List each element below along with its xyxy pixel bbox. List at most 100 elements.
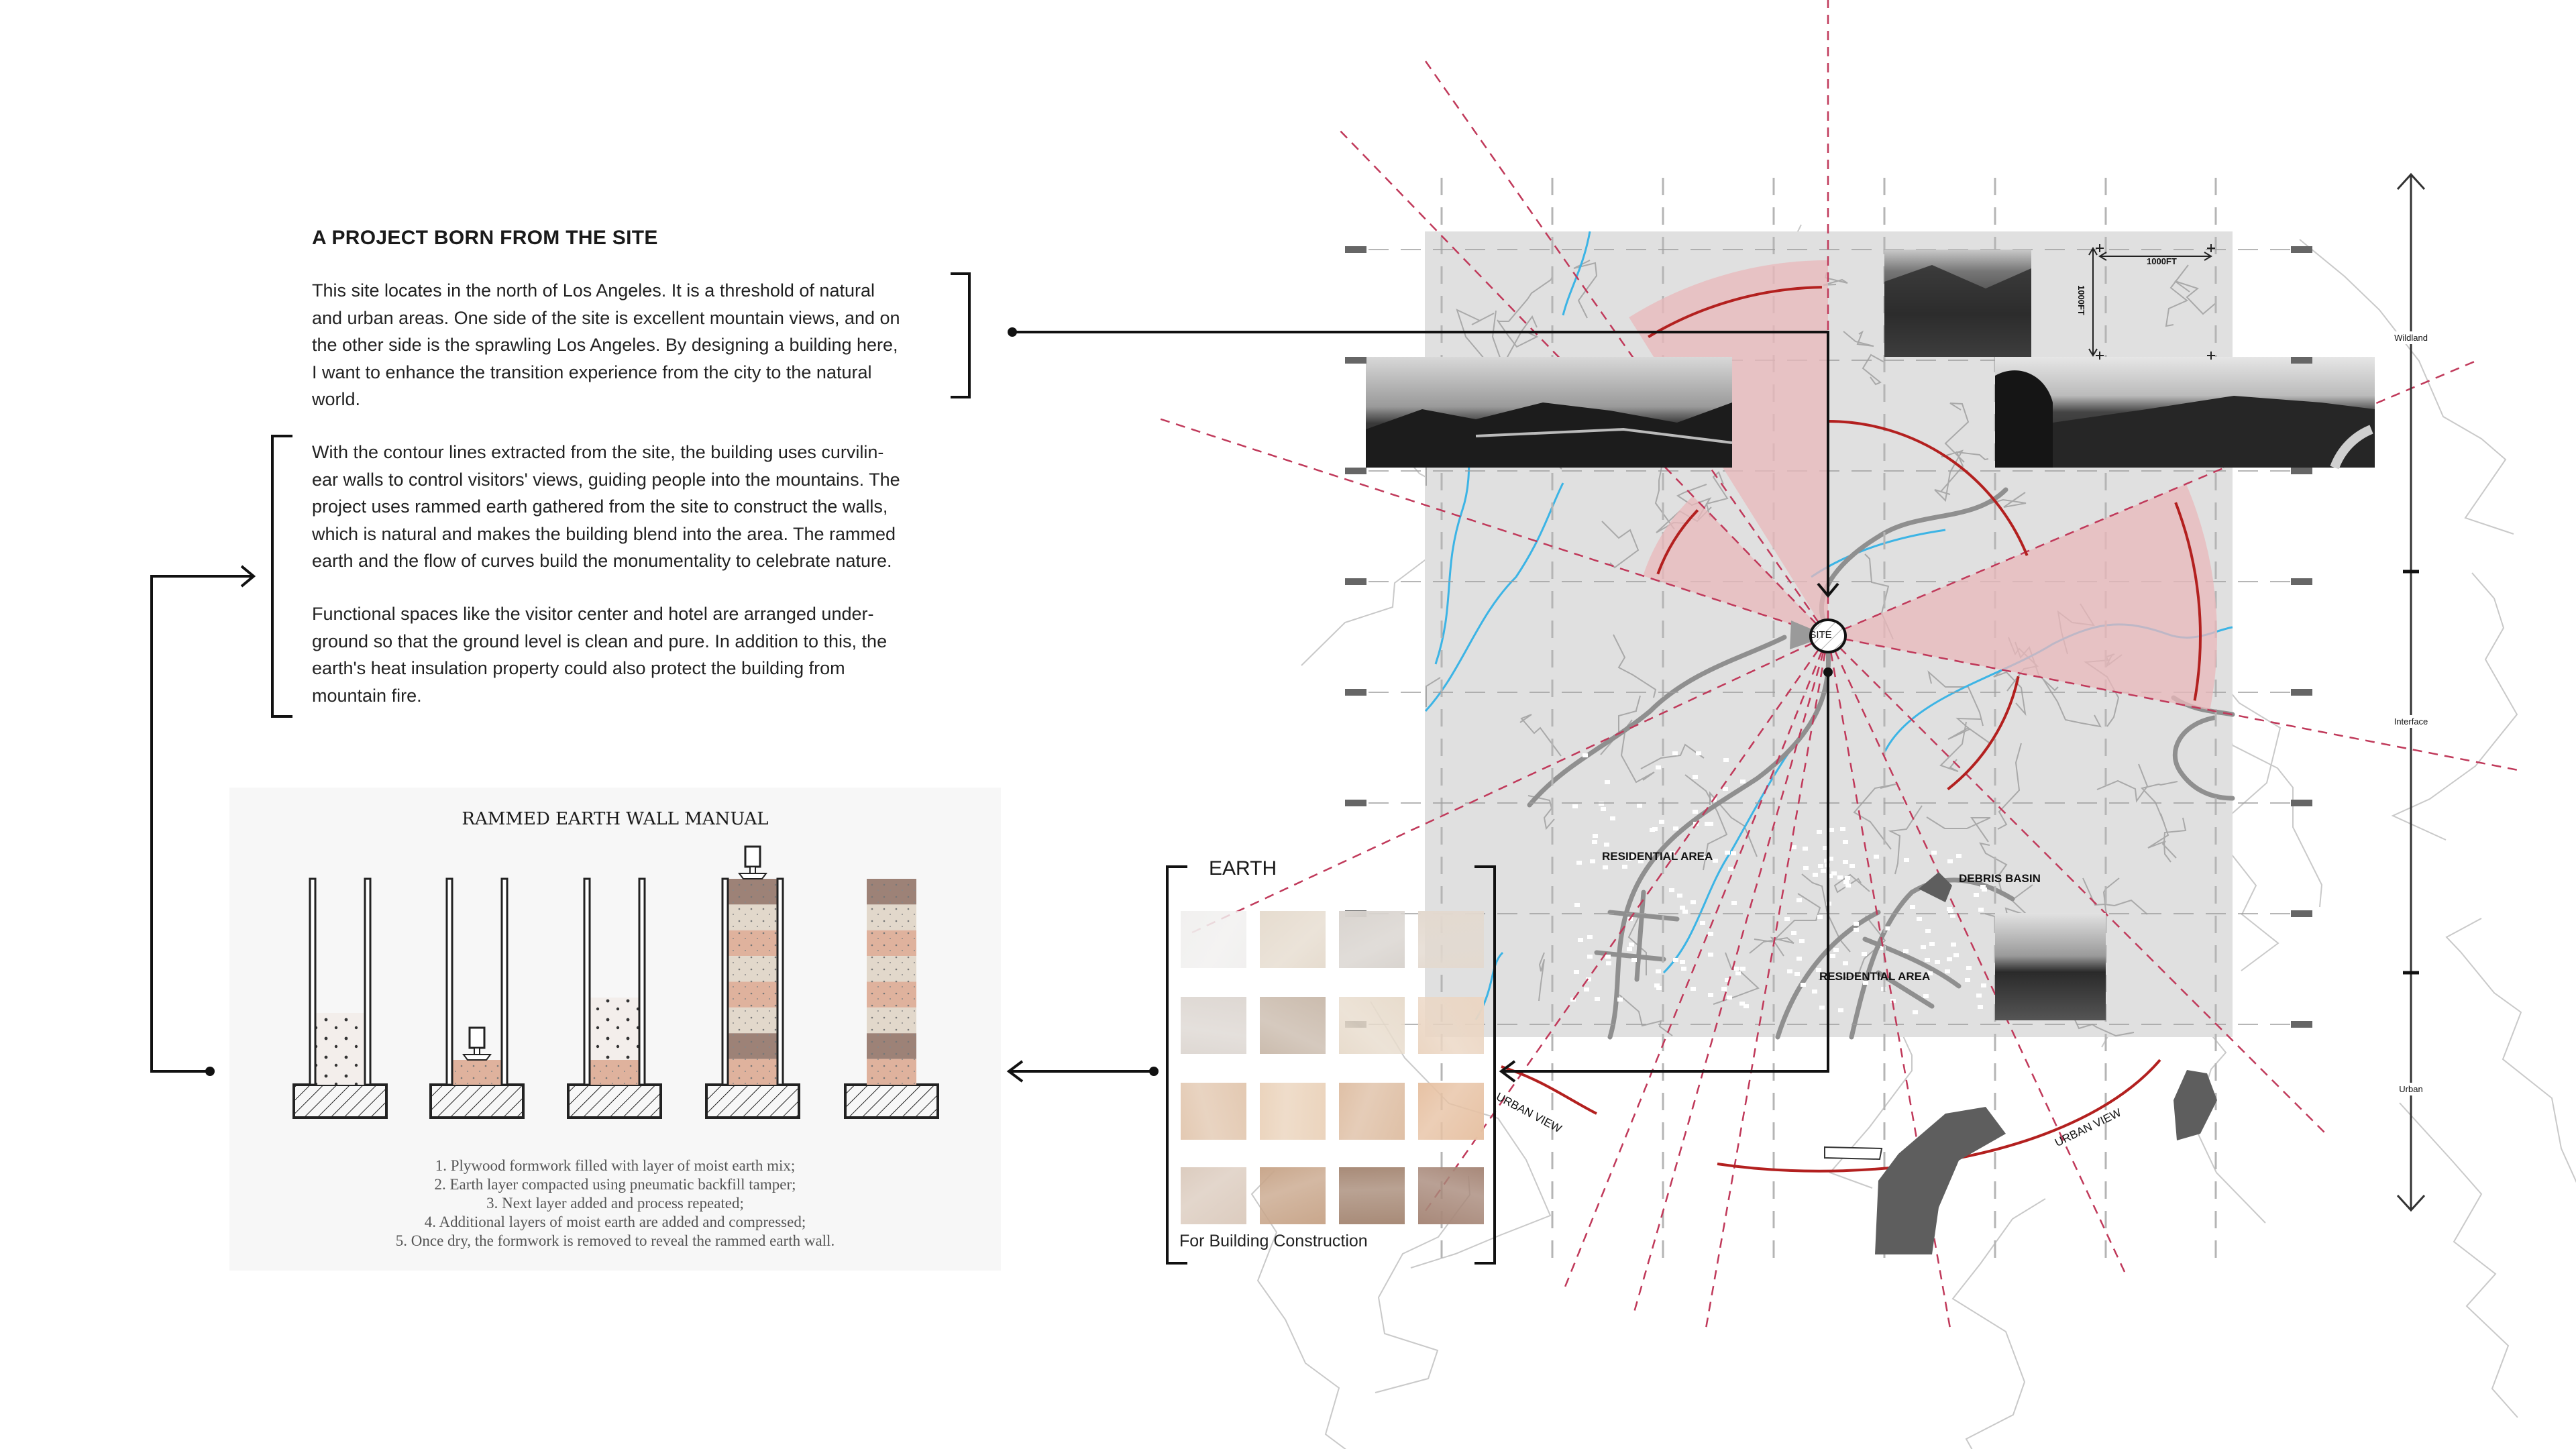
- earth-layer-texture: [867, 904, 916, 930]
- house-footprint: [1812, 989, 1817, 994]
- house-footprint: [1656, 986, 1662, 990]
- contour-line: [2391, 572, 2518, 841]
- earth-layer-texture: [728, 956, 777, 982]
- contour-line: [2445, 918, 2576, 1183]
- house-footprint: [1690, 900, 1696, 904]
- house-footprint: [1803, 847, 1808, 851]
- house-footprint: [1796, 957, 1802, 961]
- panorama-photo-east: [1995, 357, 2375, 470]
- house-footprint: [1791, 931, 1796, 935]
- contour-line: [2073, 1016, 2135, 1037]
- formwork-panel: [445, 877, 453, 1086]
- house-footprint: [1819, 1006, 1825, 1010]
- earth-layer-texture: [867, 1007, 916, 1034]
- house-footprint: [1735, 971, 1741, 975]
- text-line: I want to enhance the transition experie…: [312, 362, 872, 382]
- footing-base: [705, 1083, 800, 1119]
- house-footprint: [1743, 1004, 1749, 1008]
- house-footprint: [1629, 854, 1635, 858]
- house-footprint: [1690, 987, 1696, 991]
- loose-earth-layer-texture: [315, 1013, 365, 1085]
- grid-tick-marker: [2291, 910, 2312, 917]
- intro-paragraph-1: This site locates in the north of Los An…: [312, 277, 956, 413]
- house-footprint: [1693, 775, 1698, 779]
- house-footprint: [1817, 915, 1823, 919]
- earth-layer-texture: [867, 1059, 916, 1085]
- formwork-panel: [500, 877, 508, 1086]
- earth-layer-texture: [867, 981, 916, 1008]
- house-footprint: [1816, 968, 1821, 972]
- house-footprint: [1731, 901, 1737, 905]
- view-cone-wedge: [1643, 496, 1828, 636]
- contour-line: [2141, 781, 2178, 824]
- scale-label-vertical: 1000FT: [2076, 285, 2086, 315]
- house-footprint: [1696, 751, 1701, 755]
- contour-line: [1613, 634, 1657, 698]
- formwork-panel: [309, 877, 317, 1086]
- house-footprint: [1723, 758, 1729, 762]
- text-line: earth and the flow of curves build the m…: [312, 551, 892, 571]
- site-label: SITE: [1809, 629, 1832, 641]
- urban-blobs: [1824, 872, 2217, 1254]
- house-footprint: [1604, 843, 1609, 847]
- house-footprint: [1631, 958, 1637, 962]
- label-debris-basin: DEBRIS BASIN: [1959, 872, 2041, 885]
- house-footprint: [1610, 816, 1615, 820]
- earth-sample-swatch: [1418, 997, 1484, 1054]
- contour-line: [1981, 492, 2027, 508]
- house-footprint: [1572, 804, 1578, 808]
- house-footprint: [1576, 861, 1582, 865]
- house-footprint: [1629, 943, 1634, 947]
- house-footprint: [1601, 807, 1606, 811]
- house-footprint: [1799, 939, 1805, 943]
- text-line: the other side is the sprawling Los Ange…: [312, 335, 898, 355]
- house-footprint: [1708, 822, 1713, 826]
- contour-line: [2043, 679, 2102, 728]
- house-footprint: [1622, 865, 1627, 869]
- footing-base: [429, 1083, 525, 1119]
- house-footprint: [1947, 907, 1952, 911]
- manual-step: 1. Plywood formwork filled with layer of…: [435, 1157, 796, 1174]
- formwork-panel: [583, 877, 591, 1086]
- house-footprint: [1854, 922, 1859, 926]
- sightline-ray: [1423, 635, 1829, 1214]
- tamper-icon: [749, 866, 756, 874]
- grid-tick-marker: [2291, 357, 2312, 364]
- earth-sample-swatch: [1260, 1083, 1326, 1140]
- earth-sample-swatch: [1418, 1167, 1484, 1224]
- contour-line: [1538, 952, 1545, 1002]
- connector-dot: [205, 1067, 215, 1076]
- connector-dot: [1823, 667, 1833, 677]
- sightline-ray: [1563, 635, 1829, 1290]
- connector-lines: [150, 272, 1839, 1265]
- view-angle-arc: [1947, 676, 2020, 791]
- road-line: [1775, 910, 1881, 1040]
- earth-layer-texture: [728, 1033, 777, 1059]
- road-line: [1594, 890, 1680, 982]
- house-footprint: [1947, 957, 1952, 961]
- tamper-icon: [738, 873, 767, 879]
- tamper-icon: [744, 845, 761, 868]
- contour-line: [1527, 795, 1555, 830]
- photo-residential-view: [1995, 913, 2106, 1020]
- contour-line: [1862, 354, 1885, 386]
- grid-tick-marker: [1345, 357, 1366, 364]
- house-footprint: [1803, 866, 1809, 870]
- contour-line: [2299, 239, 2514, 535]
- text-line: and urban areas. One side of the site is…: [312, 307, 900, 328]
- house-footprint: [1974, 893, 1979, 897]
- photo-north-hills: [1884, 250, 2031, 357]
- contour-line: [1934, 449, 1964, 502]
- house-footprint: [1966, 966, 1972, 970]
- scale-label-horizontal: 1000FT: [2147, 256, 2177, 266]
- house-footprint: [1603, 865, 1608, 869]
- contour-line: [1833, 873, 1870, 894]
- grid-tick-marker: [2291, 800, 2312, 806]
- contour-line: [1640, 743, 1705, 769]
- house-footprint: [1843, 961, 1848, 965]
- contour-line: [1939, 721, 1967, 772]
- contour-line: [1705, 471, 1729, 518]
- earth-sample-swatch: [1339, 1083, 1405, 1140]
- text-line: With the contour lines extracted from th…: [312, 442, 884, 462]
- house-footprint: [1740, 967, 1746, 971]
